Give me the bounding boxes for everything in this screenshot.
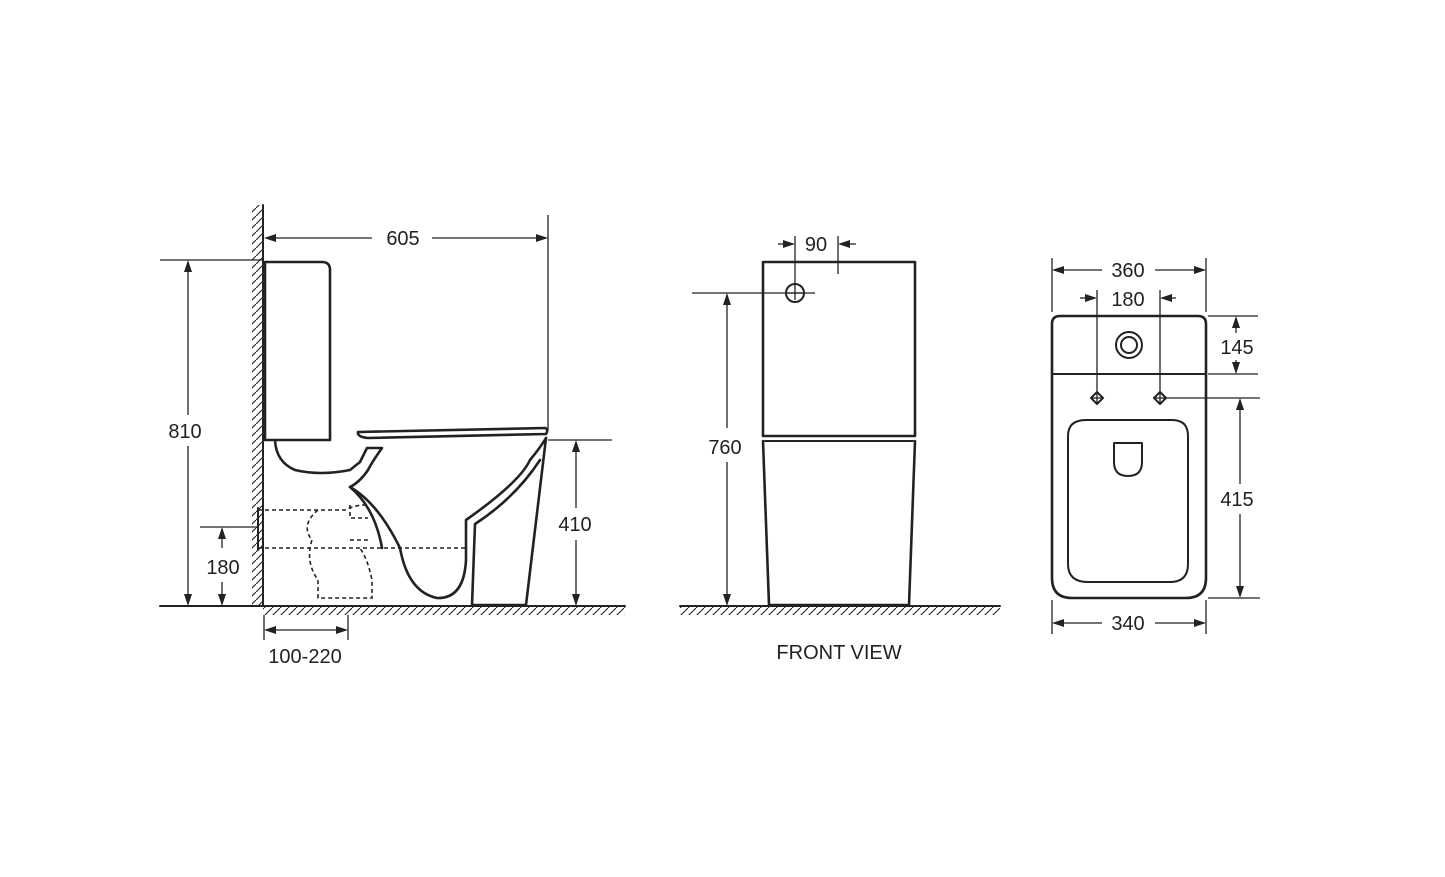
cistern	[263, 260, 332, 442]
dim-seat-height: 410	[548, 439, 612, 606]
dim-outlet-height-label: 180	[206, 557, 239, 579]
dim-button-height: 760	[692, 292, 815, 606]
bowl-front	[470, 436, 548, 607]
dim-button-offset-label: 90	[805, 234, 827, 256]
dim-bowl-width: 340	[1051, 600, 1207, 635]
dim-bowl-depth-label: 415	[1220, 489, 1253, 511]
dim-tank-depth-label: 145	[1220, 337, 1253, 359]
seat-lid	[356, 426, 549, 440]
bowl-body	[273, 436, 548, 600]
top-flush-button-icon	[1115, 331, 1143, 359]
outlet-hidden	[257, 504, 468, 599]
dim-button-height-label: 760	[708, 437, 741, 459]
dim-bowl-width-label: 340	[1111, 613, 1144, 635]
side-view: 605 810 180 410	[159, 204, 626, 668]
dim-bolt-spacing-label: 180	[1111, 289, 1144, 311]
top-outline	[1050, 314, 1208, 600]
dim-tank-depth: 145	[1208, 315, 1258, 375]
wall	[252, 204, 264, 607]
top-bowl-opening	[1067, 419, 1189, 583]
dim-bowl-depth: 415	[1166, 397, 1260, 599]
dim-outlet-height: 180	[200, 526, 258, 606]
bowl-trapway	[348, 485, 384, 550]
dim-overall-depth-label: 605	[386, 228, 419, 250]
fixing-bolt-icon	[1090, 391, 1167, 405]
dim-wall-setback-label: 100-220	[268, 646, 341, 668]
front-pedestal	[761, 439, 917, 607]
dim-bolt-spacing: 180	[1080, 289, 1176, 392]
front-view: 90 760 FRONT VIEW	[679, 234, 1001, 664]
dim-button-offset: 90	[778, 234, 856, 300]
top-view: 360 180 145	[1050, 258, 1260, 635]
dim-tank-width: 360	[1051, 258, 1207, 312]
side-floor	[159, 605, 626, 615]
top-water-spot	[1113, 442, 1143, 477]
dim-seat-height-label: 410	[558, 514, 591, 536]
front-floor	[679, 605, 1001, 615]
dim-wall-setback: 100-220	[263, 615, 349, 668]
front-view-caption: FRONT VIEW	[776, 642, 901, 664]
dim-tank-width-label: 360	[1111, 260, 1144, 282]
dim-overall-height-label: 810	[168, 421, 201, 443]
front-cistern	[761, 260, 917, 438]
dim-overall-height: 810	[160, 259, 262, 606]
dim-overall-depth: 605	[264, 215, 549, 430]
